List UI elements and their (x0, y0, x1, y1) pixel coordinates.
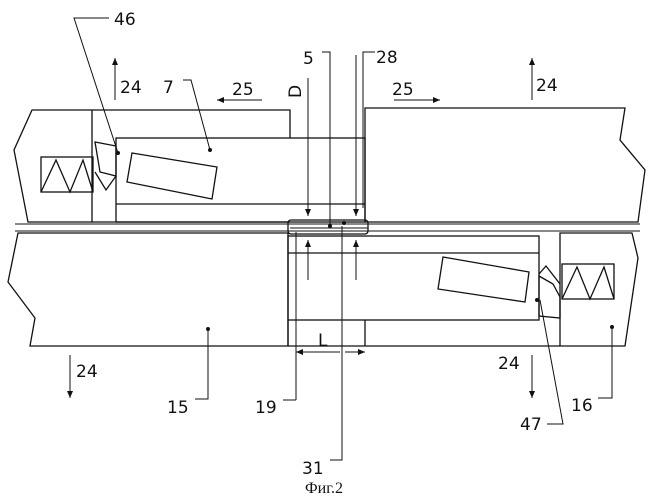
upper-channel-left (92, 109, 291, 223)
lower-bar (206, 235, 614, 347)
label-D: D (286, 85, 306, 98)
upper-bar (94, 137, 366, 223)
roller-lower-icon (437, 256, 530, 303)
dimension-D (305, 55, 359, 280)
label-7: 7 (163, 78, 174, 98)
label-5: 5 (303, 49, 314, 69)
roller-upper-icon (126, 152, 218, 200)
wedge-46-icon (94, 141, 117, 177)
label-25-left: 25 (232, 80, 254, 100)
label-28: 28 (376, 48, 398, 68)
label-24-top-right: 24 (536, 76, 558, 96)
label-25-right: 25 (392, 80, 414, 100)
upper-left-housing (13, 109, 94, 223)
label-16: 16 (571, 396, 593, 416)
spring-left-icon (40, 158, 94, 194)
spring-right-icon (561, 265, 615, 301)
label-19: 19 (255, 398, 277, 418)
figure-caption: Фиг.2 (305, 480, 343, 497)
spring-pocket-right (561, 263, 615, 300)
label-46: 46 (114, 10, 136, 30)
wedge-47-icon (538, 274, 561, 319)
joint-gap (15, 223, 640, 232)
label-47: 47 (520, 415, 542, 435)
lower-left-housing (7, 232, 289, 347)
label-31: 31 (302, 459, 324, 479)
dimension-L (295, 232, 365, 400)
direction-arrows (67, 58, 535, 398)
label-24-bottom-left: 24 (76, 362, 98, 382)
label-24-bottom-right: 24 (498, 354, 520, 374)
upper-right-housing (364, 107, 646, 223)
label-15: 15 (167, 398, 189, 418)
label-L: L (318, 331, 328, 351)
label-24-top-left: 24 (120, 78, 142, 98)
lower-right-housing (559, 232, 639, 347)
leader-lines (73, 17, 613, 461)
pin-5 (287, 219, 369, 235)
spring-pocket-left (40, 156, 94, 193)
